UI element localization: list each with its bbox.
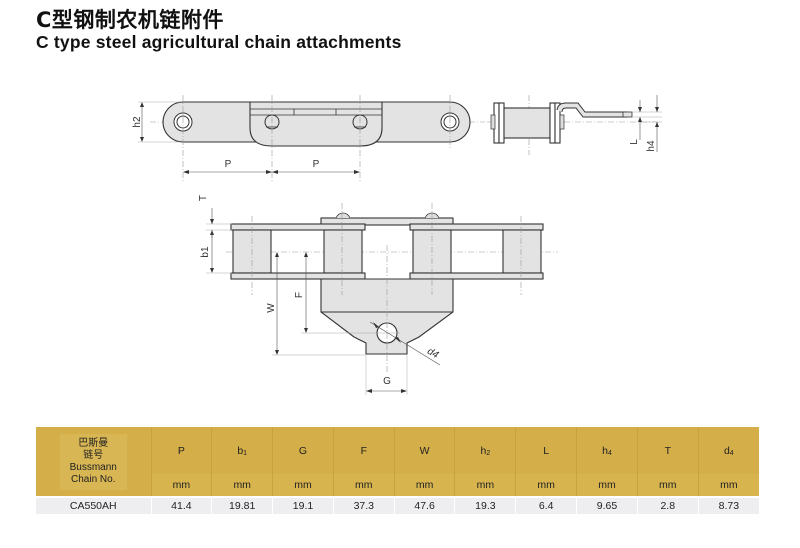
dim-label-l: L [629,139,640,145]
col-header-l: L [515,427,577,474]
dim-label-p-left: P [225,159,232,170]
spec-table: 巴斯曼 链号 Bussmann Chain No. P b1 G F W h2 … [36,427,759,514]
table-header-row: 巴斯曼 链号 Bussmann Chain No. P b1 G F W h2 … [36,427,759,497]
dim-label-d4: d4 [425,346,441,361]
value-cell-w: 47.6 [393,496,455,514]
unit-cell: mm [332,474,395,497]
unit-cell: mm [576,474,638,497]
col-header-g: G [272,427,334,474]
col-header-w: W [393,427,455,474]
col-header-d4: d4 [697,427,759,474]
dim-label-w: W [266,303,277,313]
col-header-b1: b1 [211,427,273,474]
dim-label-h2: h2 [132,116,143,128]
col-header-h4: h4 [576,427,638,474]
unit-cell: mm [454,474,516,497]
unit-cell: mm [393,474,455,497]
plan-view [206,203,558,395]
unit-cell: mm [150,474,212,497]
col-header-f: F [332,427,395,474]
value-cell-g: 19.1 [272,496,334,514]
unit-cell: mm [515,474,577,497]
header-cn-line1: 巴斯曼 [78,437,109,449]
unit-cell: mm [636,474,699,497]
dim-label-g: G [383,376,391,387]
value-cell-f: 37.3 [332,496,395,514]
technical-drawing: .outline { fill:#e3e3e3; stroke:#333; st… [132,95,662,395]
value-cell-d4: 8.73 [697,496,759,514]
table-unit-row: mm mm mm mm mm mm mm mm mm mm [36,474,759,497]
header-cn-line2: 链号 [83,449,104,461]
chain-no-cell: CA550AH [36,496,151,514]
table-row: CA550AH 41.4 19.81 19.1 37.3 47.6 19.3 6… [36,496,759,514]
value-cell-b1: 19.81 [211,496,273,514]
end-view [487,95,662,155]
col-header-p: P [150,427,212,474]
value-cell-h2: 19.3 [454,496,516,514]
unit-cell: mm [272,474,334,497]
dim-label-b1: b1 [200,246,211,258]
value-cell-t: 2.8 [636,496,699,514]
value-cell-p: 41.4 [150,496,212,514]
side-view [138,95,485,182]
unit-cell: mm [211,474,273,497]
dim-label-h4: h4 [646,140,657,152]
header-en-line2: Chain No. [71,473,116,485]
dim-label-t: T [198,195,209,201]
value-cell-h4: 9.65 [576,496,638,514]
dim-label-f: F [294,292,305,298]
col-header-t: T [636,427,699,474]
unit-cell: mm [697,474,759,497]
col-header-h2: h2 [454,427,516,474]
header-en-line1: Bussmann [69,461,117,473]
value-cell-l: 6.4 [515,496,577,514]
page-title-english: C type steel agricultural chain attachme… [36,32,402,52]
dim-label-p-right: P [313,159,320,170]
chain-no-header: 巴斯曼 链号 Bussmann Chain No. [36,427,151,497]
attachment-plate [249,101,383,147]
page-title-chinese: C型钢制农机链附件 [36,8,224,32]
